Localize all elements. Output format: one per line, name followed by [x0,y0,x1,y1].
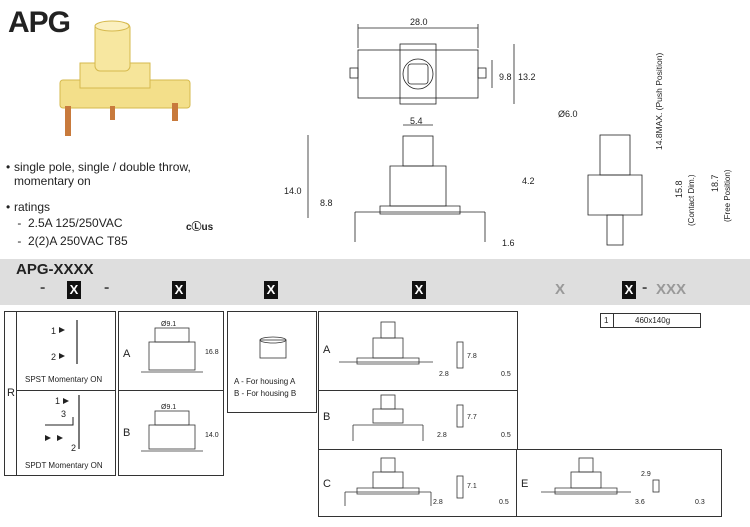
spec-list: single pole, single / double throw, mome… [6,160,226,248]
terminal-c-letter: C [323,478,331,490]
dim-tb-0-5: 0.5 [501,432,511,439]
dim-4-2: 4.2 [522,176,535,186]
terminal-c-drawing: 7.1 2.8 0.5 [344,457,509,506]
spst-pin-1: 1 [51,326,56,336]
dim-ta-0-5: 0.5 [501,371,511,378]
code-x-3: X [264,281,278,299]
dim-8-8: 8.8 [320,198,333,208]
dim-13-2: 13.2 [518,72,536,82]
spdt-label: SPDT Momentary ON [25,461,103,470]
order-code-title: APG-XXXX [16,261,94,278]
terminal-a-cell: A 7.8 2.8 0.5 [318,311,518,392]
spec-rating-2: - 2(2)A 250VAC T85 [14,234,128,248]
dim-tb-2-8: 2.8 [437,432,447,439]
spdt-cell: 1 3 2 SPDT Momentary ON [16,390,116,476]
housing-b-cell: B Ø9.1 14.0 [118,390,224,476]
dim-te-0-3: 0.3 [695,499,705,506]
housing-a-letter: A [123,348,131,360]
housing-a-note: A - For housing A [234,377,296,386]
dim-5-4: 5.4 [410,116,423,126]
spdt-pin-1: 1 [55,396,60,406]
dim-14: 14.0 [284,186,302,196]
terminal-c-cell: C 7.1 2.8 0.5 [318,449,518,517]
dim-9-8: 9.8 [499,72,512,82]
dim-ta-7-8: 7.8 [467,353,477,360]
packaging-value: 460x140g [635,316,671,325]
terminal-b-drawing: 7.7 2.8 0.5 [352,394,511,441]
spdt-pin-3: 3 [61,409,66,419]
packaging-cell: 1 460x140g [600,313,701,328]
packaging-code: 1 [604,316,609,325]
spdt-pin-2: 2 [71,443,76,453]
housing-b-letter: B [123,427,131,439]
code-dash-1: - [40,279,46,296]
dim-18-7: 18.7 [710,174,720,192]
switch-product-image [59,20,191,136]
spdt-schematic: 1 3 2 [45,395,80,453]
spst-label: SPST Momentary ON [25,375,103,384]
dim-te-2-9: 2.9 [641,471,651,478]
dim-a-9-1: Ø9.1 [161,321,176,328]
code-x-6: X [622,281,636,299]
spec-momentary: momentary on [14,174,91,188]
terminal-e-drawing: 2.9 3.6 0.3 [541,457,705,506]
code-dash-2: - [104,279,110,296]
dim-a-16-8: 16.8 [205,349,219,356]
spec-pole: single pole, single / double throw, [6,160,234,174]
dim-28: 28.0 [410,17,428,27]
free-position-label: (Free Position) [723,169,732,222]
code-suffix: XXX [656,281,687,298]
terminal-a-letter: A [323,344,331,356]
cap-drawing [259,336,287,359]
dim-tc-2-8: 2.8 [433,499,443,506]
ul-cert-icon: cⓁus [186,222,214,233]
dim-dia-6: Ø6.0 [558,109,578,119]
spst-cell: 1 2 SPST Momentary ON [16,311,116,392]
dim-te-3-6: 3.6 [635,499,645,506]
dim-ta-2-8: 2.8 [439,371,449,378]
dim-1-6: 1.6 [502,238,515,248]
terminal-e-letter: E [521,478,529,490]
terminal-a-drawing: 7.8 2.8 0.5 [339,321,511,378]
housing-b-drawing: Ø9.1 14.0 [141,404,219,452]
dim-14-8: 14.8MAX. (Push Position) [654,53,664,150]
terminal-e-cell: E 2.9 3.6 0.3 [516,449,722,517]
spec-ratings-label: ratings [6,200,234,214]
code-x-1: X [67,281,81,299]
dim-b-14-0: 14.0 [205,432,219,439]
dim-tc-7-1: 7.1 [467,483,477,490]
technical-drawing: 28.0 9.8 13.2 5.4 14.0 8.8 4.2 1.6 Ø6.0 … [284,17,732,248]
code-x-4: X [412,281,426,299]
dim-15-8: 15.8 [674,180,684,198]
page-title: APG [8,6,71,39]
housing-a-cell: A Ø9.1 16.8 [118,311,224,392]
spst-pin-2: 2 [51,352,56,362]
spst-schematic: 1 2 [51,320,78,364]
dim-b-9-1: Ø9.1 [161,404,176,411]
code-x-2: X [172,281,186,299]
dim-tb-7-7: 7.7 [467,414,477,421]
housing-a-drawing: Ø9.1 16.8 [141,321,219,373]
code-x-5: X [555,281,566,298]
terminal-b-cell: B 7.7 2.8 0.5 [318,390,518,451]
row-r-label: R [7,387,15,399]
terminal-b-letter: B [323,411,331,423]
order-code-bar [0,259,750,305]
housing-b-note: B - For housing B [234,389,297,398]
dim-tc-0-5: 0.5 [499,499,509,506]
contact-dim-label: (Contact Dim.) [687,174,696,226]
cap-cell: A - For housing A B - For housing B [227,311,317,413]
code-dash-3: - [642,279,648,296]
spec-rating-1: - 2.5A 125/250VAC [14,216,123,230]
